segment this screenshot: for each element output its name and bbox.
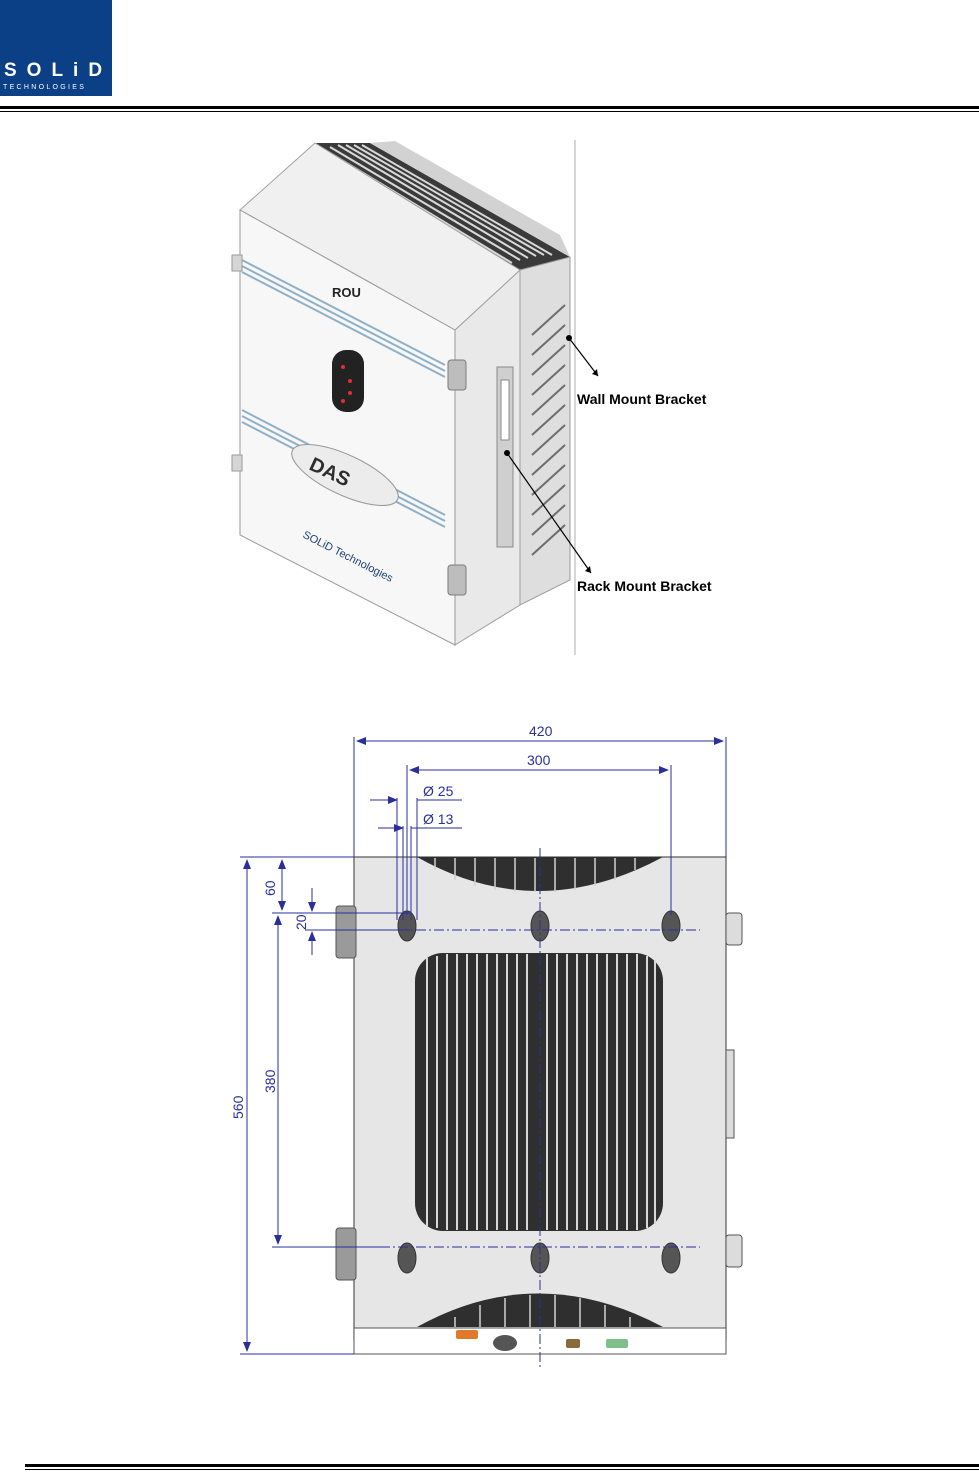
wall-callout: Wall Mount Bracket (570, 385, 750, 410)
rack-mount-bracket (497, 367, 513, 547)
rou-label: ROU (332, 285, 361, 300)
dim-hole-vertical: 380 (262, 1069, 278, 1093)
left-fitting-top (336, 906, 356, 958)
wall-mount-label: Wall Mount Bracket (577, 391, 707, 407)
dim-slot-height: 20 (293, 914, 309, 930)
dimension-drawing: 420 300 Ø 25 Ø 13 60 20 380 560 (220, 720, 760, 1380)
dim-top-offset: 60 (262, 880, 278, 896)
right-gland-top (726, 913, 742, 945)
dim-hole-spacing: 300 (527, 752, 551, 768)
rack-mount-label: Rack Mount Bracket (577, 578, 712, 594)
right-gland-bottom (726, 1235, 742, 1267)
footer-rule-thin (25, 1469, 979, 1470)
left-fitting-bottom (336, 1228, 356, 1280)
header-rule (0, 106, 979, 109)
logo-brand-text: SOLiD (4, 61, 112, 81)
dim-slot-inner: Ø 13 (423, 811, 454, 827)
right-handle (726, 1050, 734, 1138)
dim-slot-outer: Ø 25 (423, 783, 454, 799)
rack-callout: Rack Mount Bracket (570, 572, 750, 597)
dim-height: 560 (230, 1095, 246, 1119)
company-logo: SOLiD TECHNOLOGIES (0, 0, 112, 96)
central-heatsink (415, 953, 663, 1231)
wall-mount-bracket (520, 257, 570, 605)
footer-rule (25, 1464, 979, 1467)
header-rule-thin (0, 111, 979, 112)
logo-tagline: TECHNOLOGIES (3, 84, 86, 92)
dim-width: 420 (529, 723, 553, 739)
